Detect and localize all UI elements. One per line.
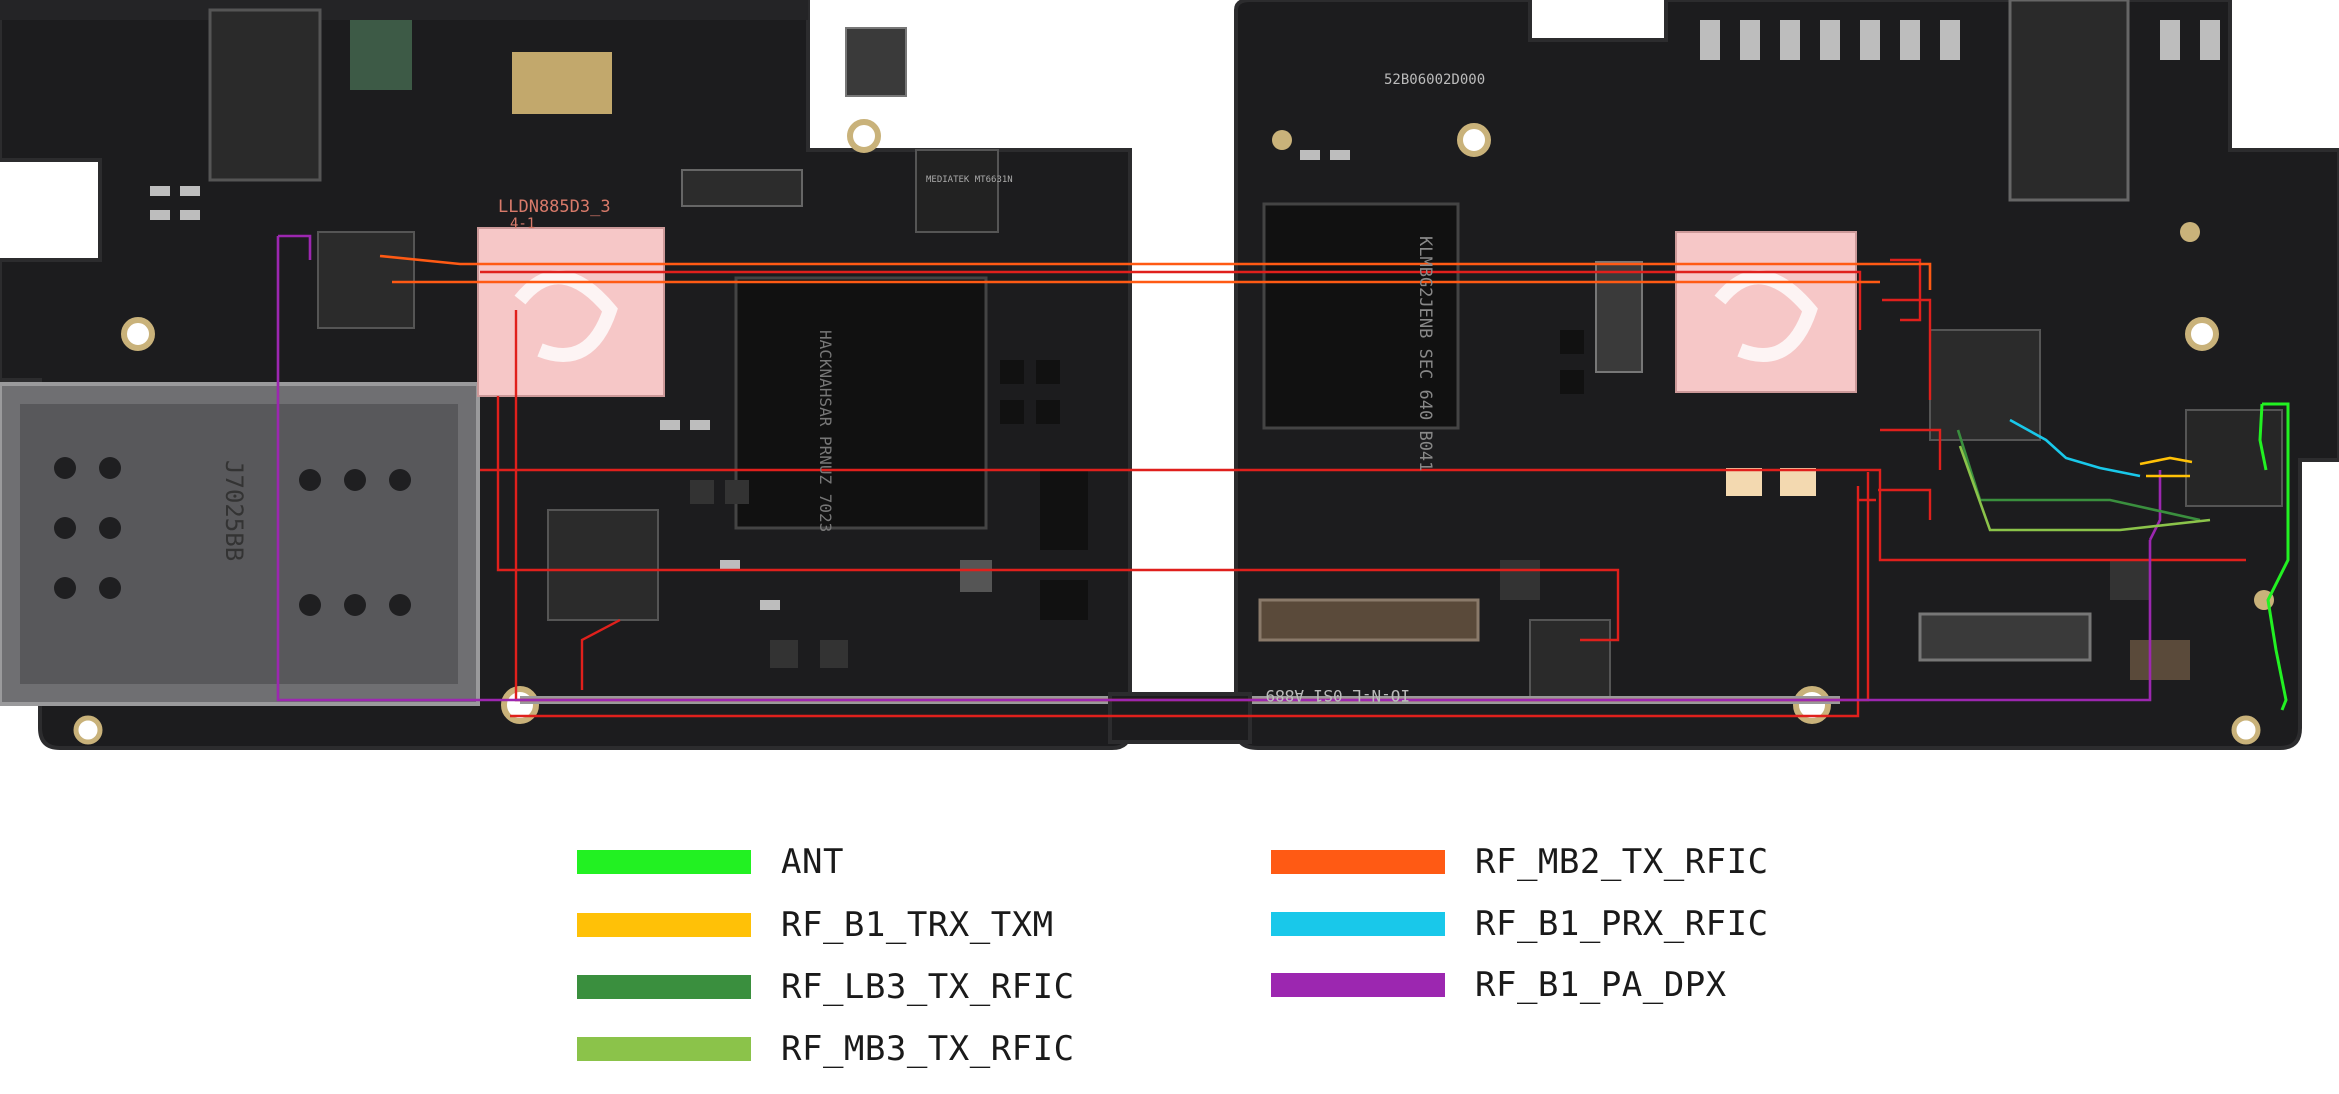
left-sim-label: J7025BB — [220, 460, 248, 561]
trace-rf-b1-pa-dpx — [276, 234, 2162, 702]
legend-swatch-rf-mb2-tx-rfic — [1271, 850, 1445, 874]
pcb-diagram: LLDN885D3_3 4-1 HACKNAHSAR PRNUZ 7023 J7… — [0, 0, 2339, 750]
sim-contacts — [54, 457, 411, 616]
right-bottom-code: IO-N-L 0S1 A889 — [1266, 686, 1411, 705]
left-chip-sublabel: 4-1 — [510, 216, 535, 232]
left-top-connector — [208, 8, 322, 182]
right-hole-4 — [2231, 715, 2261, 745]
left-connector-b — [681, 169, 803, 207]
right-top-connector — [2008, 0, 2130, 202]
legend-label-rf-b1-pa-dpx: RF_B1_PA_DPX — [1475, 965, 1727, 1005]
right-bga-chip — [1929, 329, 2041, 441]
right-components — [1300, 20, 2220, 680]
left-flash — [845, 27, 907, 97]
right-pad-a — [1726, 468, 1762, 496]
legend-label-rf-mb2-tx-rfic: RF_MB2_TX_RFIC — [1475, 842, 1769, 882]
left-cpu-chip — [734, 276, 988, 530]
left-small-chip-a — [915, 149, 999, 233]
right-side-connector — [1595, 261, 1643, 373]
right-top-code: 52B06002D000 — [1384, 72, 1485, 88]
legend-label-rf-lb3-tx-rfic: RF_LB3_TX_RFIC — [781, 967, 1075, 1007]
left-bga-chip-2 — [317, 231, 415, 329]
legend-item-rf-lb3-tx-rfic: RF_LB3_TX_RFIC — [577, 967, 1075, 1007]
trace-rf-mb2-tx-rfic — [379, 254, 1932, 290]
legend-label-rf-b1-trx-txm: RF_B1_TRX_TXM — [781, 905, 1054, 945]
legend-item-ant: ANT — [577, 842, 844, 882]
legend-swatch-rf-b1-prx-rfic — [1271, 912, 1445, 936]
right-memory-label: KLMBG2JENB SEC 640 B041 — [1415, 236, 1435, 471]
mediatek-chip-label: MEDIATEK MT6631N — [926, 175, 1013, 185]
legend-item-rf-mb2-tx-rfic: RF_MB2_TX_RFIC — [1271, 842, 1769, 882]
legend-label-ant: ANT — [781, 842, 844, 882]
left-highlight-region — [477, 227, 665, 397]
board-bridge — [1108, 692, 1252, 744]
right-mediatek-chip — [2185, 409, 2283, 507]
right-bottom-connector-2 — [1918, 612, 2092, 662]
right-hole-2 — [2185, 317, 2219, 351]
trace-rf-mb3-tx-rfic — [1958, 445, 2211, 532]
legend-swatch-rf-b1-pa-dpx — [1271, 973, 1445, 997]
legend-item-rf-b1-pa-dpx: RF_B1_PA_DPX — [1271, 965, 1727, 1005]
left-camera-module — [350, 20, 412, 90]
trace-rf-lb3-tx-rfic — [1956, 429, 2201, 522]
left-board-upper-ledge — [0, 0, 808, 20]
right-storage-chip — [1262, 202, 1460, 430]
legend-item-rf-b1-prx-rfic: RF_B1_PRX_RFIC — [1271, 904, 1769, 944]
left-chip-label: LLDN885D3_3 — [498, 197, 611, 217]
legend-swatch-ant — [577, 850, 751, 874]
legend-item-rf-b1-trx-txm: RF_B1_TRX_TXM — [577, 905, 1054, 945]
trace-ant — [2258, 402, 2290, 711]
right-hole-1 — [1457, 123, 1491, 157]
legend-label-rf-b1-prx-rfic: RF_B1_PRX_RFIC — [1475, 904, 1769, 944]
right-bottom-connector — [1258, 598, 1480, 642]
legend-label-rf-mb3-tx-rfic: RF_MB3_TX_RFIC — [781, 1029, 1075, 1069]
left-hole-4 — [73, 715, 103, 745]
legend-swatch-rf-mb3-tx-rfic — [577, 1037, 751, 1061]
legend-item-rf-mb3-tx-rfic: RF_MB3_TX_RFIC — [577, 1029, 1075, 1069]
right-pad-b — [1780, 468, 1816, 496]
left-highlight-arrow — [514, 270, 618, 362]
left-board — [0, 0, 1132, 750]
left-gold-pad — [512, 52, 612, 114]
left-bga-chip — [547, 509, 659, 621]
right-shield-chip — [1529, 619, 1611, 701]
right-antenna-point-2 — [2180, 222, 2200, 242]
left-hole-2 — [847, 119, 881, 153]
legend-swatch-rf-b1-trx-txm — [577, 913, 751, 937]
left-hole-1 — [121, 317, 155, 351]
sim-tray-inner — [20, 404, 458, 684]
left-components — [150, 186, 1088, 668]
right-highlight-region — [1675, 231, 1857, 393]
right-highlight-arrow — [1714, 270, 1818, 362]
trace-rf-b1-trx-txm — [2139, 456, 2193, 478]
right-antenna-point-1 — [1272, 130, 1292, 150]
legend-swatch-rf-lb3-tx-rfic — [577, 975, 751, 999]
trace-rf-b1-prx-rfic — [2009, 418, 2141, 478]
left-memory-label: HACKNAHSAR PRNUZ 7023 — [816, 330, 835, 532]
right-board — [1234, 0, 2339, 750]
